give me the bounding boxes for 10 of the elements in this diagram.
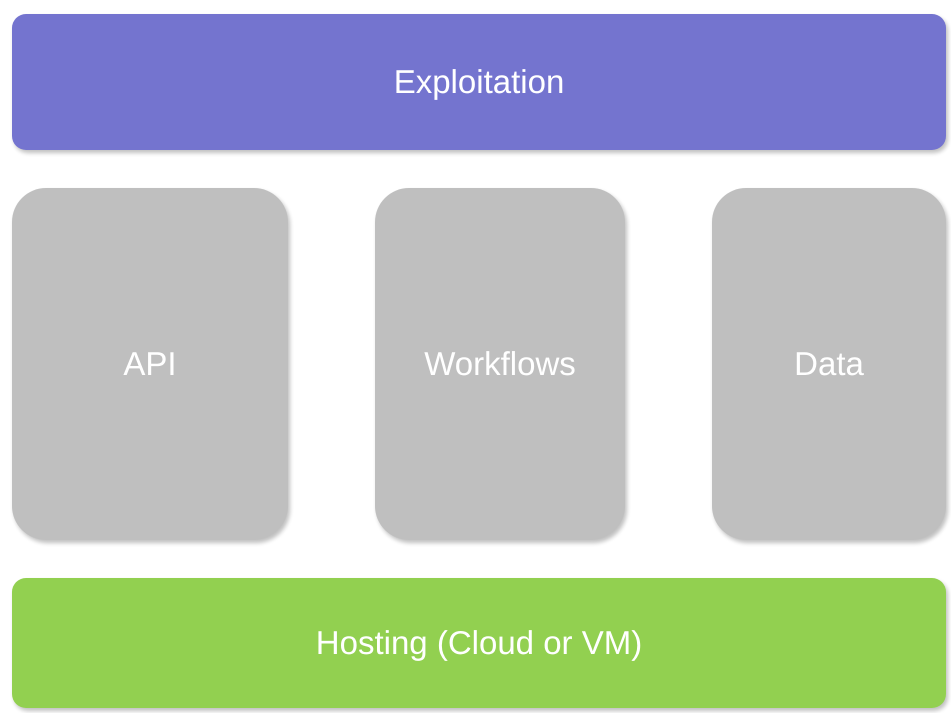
component-box [12,188,288,540]
layer-label: Hosting (Cloud or VM) [314,622,644,663]
layer-band [12,578,946,708]
component-label: API [122,344,178,384]
component-box [712,188,946,540]
layer-label: Exploitation [392,62,566,102]
component-label: Data [793,344,865,384]
layer-band [12,14,946,150]
component-box [375,188,625,540]
component-label: Workflows [423,344,577,384]
